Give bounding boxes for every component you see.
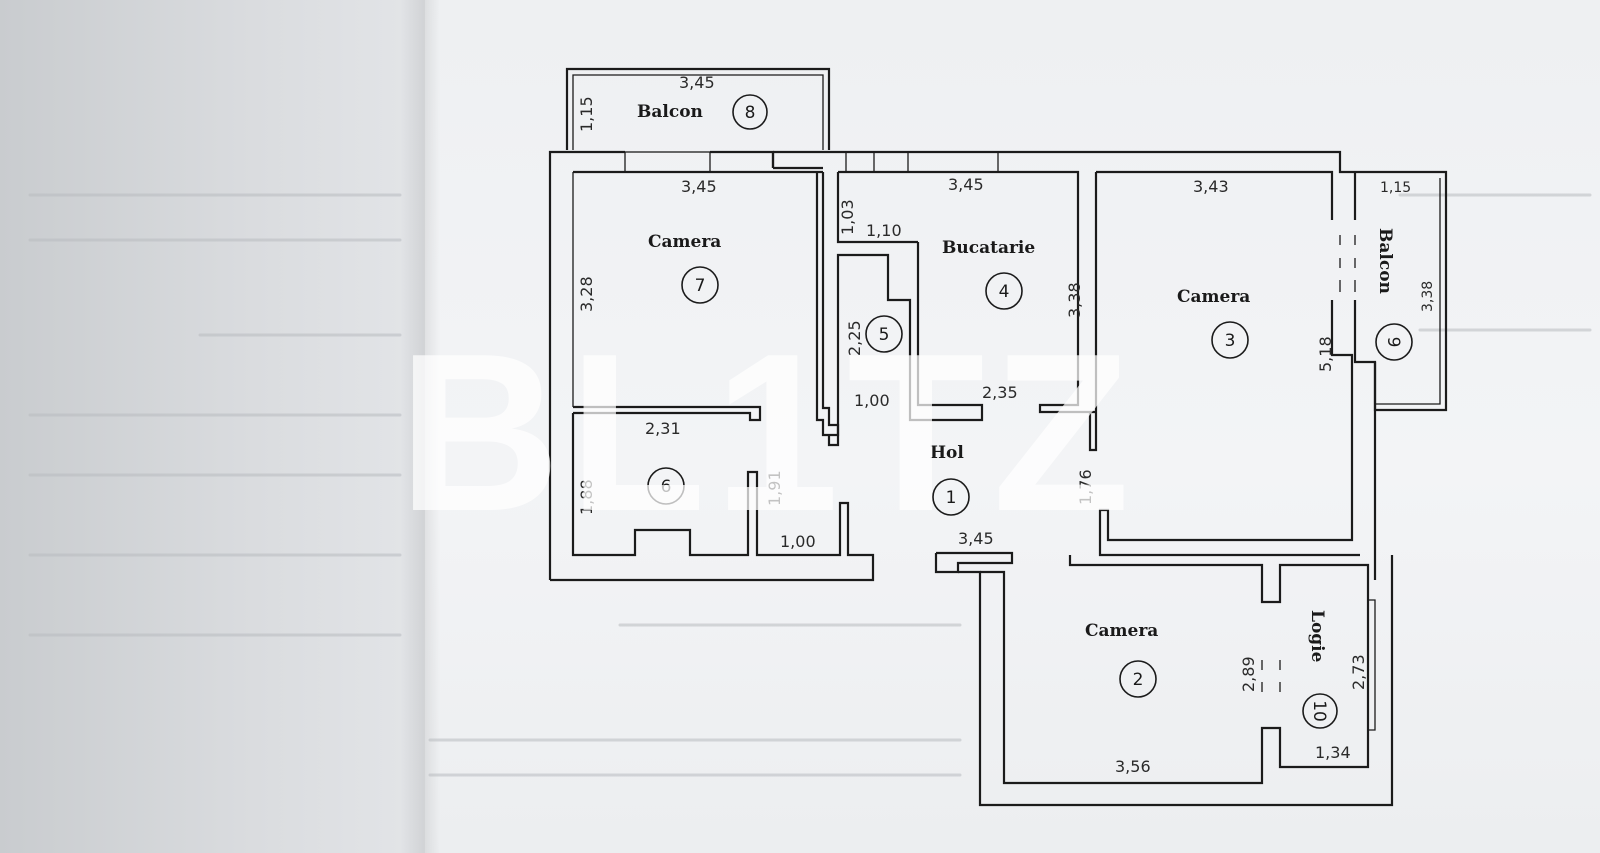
balcon-9 [1373,170,1448,412]
camera-2-marker [1119,660,1157,698]
baie-6-number: 6 [661,477,672,497]
dim-hol-bottom: 3,45 [958,529,994,548]
bucatarie-number: 4 [999,282,1010,302]
hol-number: 1 [946,488,957,508]
dim-logie-width: 1,34 [1315,743,1351,762]
camera-3 [1096,170,1377,580]
logie-marker [1302,693,1338,729]
dim-bucatarie-niche-h: 1,03 [838,199,857,235]
dim-balcon8-width: 3,45 [679,73,715,92]
camera-3-label: Camera [1177,287,1250,307]
dim-closet-width: 1,00 [780,532,816,551]
dim-bucatarie-width: 3,45 [948,175,984,194]
hol-1 [934,551,1014,574]
baie-6 [550,413,875,582]
balcon-8-number: 8 [745,103,756,123]
camera-3-marker [1211,321,1249,359]
dim-camera7-depth: 3,28 [577,276,596,312]
page-fold-shadow [400,0,440,853]
camera-7-label: Camera [648,232,721,252]
dim-camera2-width: 3,56 [1115,757,1151,776]
hol-marker [932,478,970,516]
bucatarie-4 [827,170,1098,452]
balcon-9-marker [1375,323,1413,361]
bucatarie-marker [985,272,1023,310]
bucatarie-label: Bucatarie [942,238,1035,258]
dim-camera3-depth: 5,18 [1316,336,1335,372]
dim-camera7-width: 3,45 [681,177,717,196]
dim-baie5-depth: 2,25 [845,320,864,356]
camera-7-marker [681,266,719,304]
dim-bucatarie-depth: 3,38 [1065,282,1084,318]
logie-number: 10 [1309,700,1329,722]
baie-5-number: 5 [879,325,890,345]
watermark-logo: BL1TZ [398,306,1138,558]
outer-walls [548,150,1420,580]
dim-hol-corridor: 1,00 [854,391,890,410]
camera-2 [958,555,1394,807]
camera-7-number: 7 [695,276,706,296]
logie-label: Logie [1307,610,1327,663]
dim-hol-width: 2,35 [982,383,1018,402]
background-text-bleed [28,193,1592,777]
balcon-9-number: 9 [1383,337,1403,348]
balcon-8 [565,67,831,150]
dim-hol-depth: 1,76 [1076,469,1095,505]
camera-2-label: Camera [1085,621,1158,641]
camera-2-number: 2 [1133,670,1144,690]
baie-5-marker [865,315,903,353]
dim-camera3-width: 3,43 [1193,177,1229,196]
camera-3-number: 3 [1225,331,1236,351]
balcon-8-label: Balcon [637,102,703,122]
dim-baie6-depth: 1,88 [577,479,596,515]
right-page-background [425,0,1600,853]
dim-balcon9-depth: 3,38 [1420,281,1436,312]
baie-6-marker [647,467,685,505]
dim-camera2-depth: 2,89 [1239,656,1258,692]
dim-baie6-width: 2,31 [645,419,681,438]
balcon-9-label: Balcon [1375,228,1395,294]
hol-label: Hol [930,443,964,463]
left-page-background [0,0,425,853]
dim-logie-depth: 2,73 [1349,654,1368,690]
dim-balcon9-width: 1,15 [1380,180,1411,196]
dim-balcon8-depth: 1,15 [577,96,596,132]
balcon-8-marker [732,94,768,130]
dim-bucatarie-niche-w: 1,10 [866,221,902,240]
dim-closet-depth: 1,91 [765,470,784,506]
